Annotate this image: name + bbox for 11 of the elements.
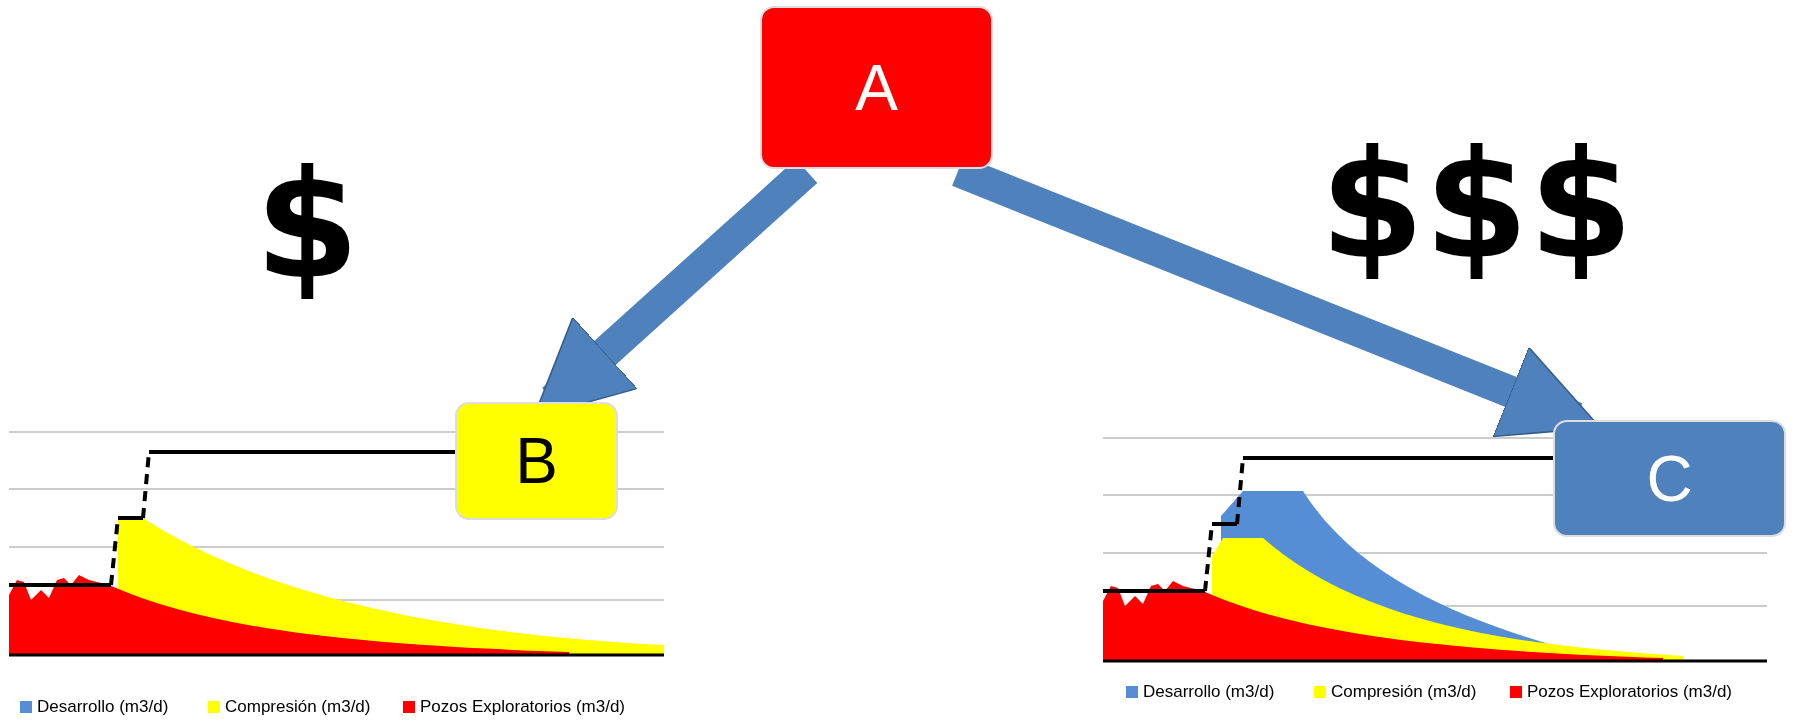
legend-label: Compresión (m3/d) — [225, 697, 371, 717]
process-box: C — [1553, 420, 1786, 537]
legend-label: Desarrollo (m3/d) — [1143, 682, 1275, 702]
process-box: B — [455, 402, 618, 520]
legend-label: Pozos Exploratorios (m3/d) — [420, 697, 626, 717]
legend-label: Desarrollo (m3/d) — [37, 697, 169, 717]
legend-label: Pozos Exploratorios (m3/d) — [1527, 682, 1733, 702]
process-box: A — [760, 6, 993, 169]
dollar-sign-label: $$$ — [1320, 130, 1634, 280]
dollar-sign-label: $ — [255, 150, 360, 300]
legend-label: Compresión (m3/d) — [1331, 682, 1477, 702]
